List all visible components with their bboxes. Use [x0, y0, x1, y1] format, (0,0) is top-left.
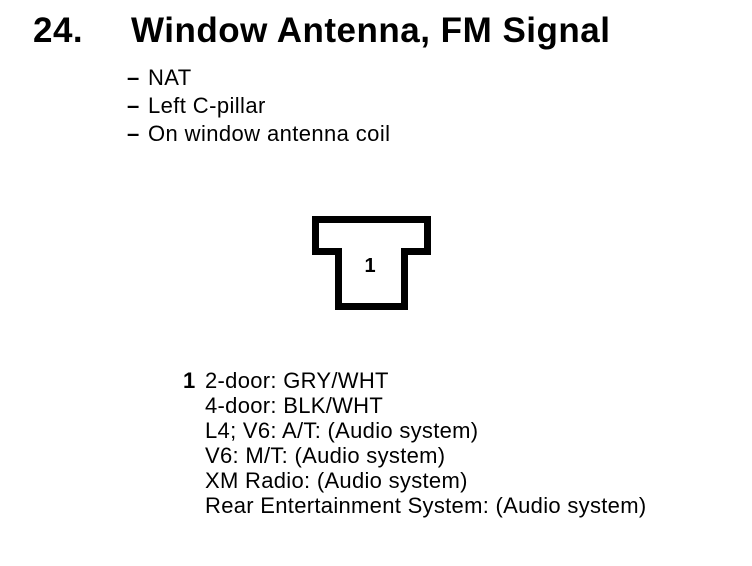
- list-item: – Left C-pillar: [127, 92, 390, 120]
- bullet-text: NAT: [148, 65, 192, 90]
- section-number: 24.: [33, 11, 84, 50]
- legend-line: Rear Entertainment System: (Audio system…: [205, 493, 647, 518]
- legend-line: 4-door: BLK/WHT: [205, 393, 384, 418]
- legend-line: V6: M/T: (Audio system): [205, 443, 446, 468]
- connector-outline: [312, 216, 431, 310]
- bullet-dash: –: [127, 121, 140, 146]
- location-bullet-list: – NAT – Left C-pillar – On window antenn…: [127, 64, 390, 148]
- list-item: – NAT: [127, 64, 390, 92]
- connector-pin-label: 1: [364, 255, 375, 277]
- legend-line: 2-door: GRY/WHT: [205, 368, 389, 393]
- pin-legend: 2-door: GRY/WHT 4-door: BLK/WHT L4; V6: …: [205, 368, 646, 518]
- page-title: Window Antenna, FM Signal: [131, 11, 611, 50]
- bullet-text: On window antenna coil: [148, 121, 391, 146]
- list-item: – On window antenna coil: [127, 120, 390, 148]
- legend-pin-number: 1: [183, 368, 196, 393]
- bullet-dash: –: [127, 93, 140, 118]
- legend-line: L4; V6: A/T: (Audio system): [205, 418, 479, 443]
- section-heading: 24. Window Antenna, FM Signal: [33, 13, 610, 49]
- bullet-dash: –: [127, 65, 140, 90]
- legend-line: XM Radio: (Audio system): [205, 468, 468, 493]
- connector-diagram: 1: [306, 210, 438, 316]
- bullet-text: Left C-pillar: [148, 93, 266, 118]
